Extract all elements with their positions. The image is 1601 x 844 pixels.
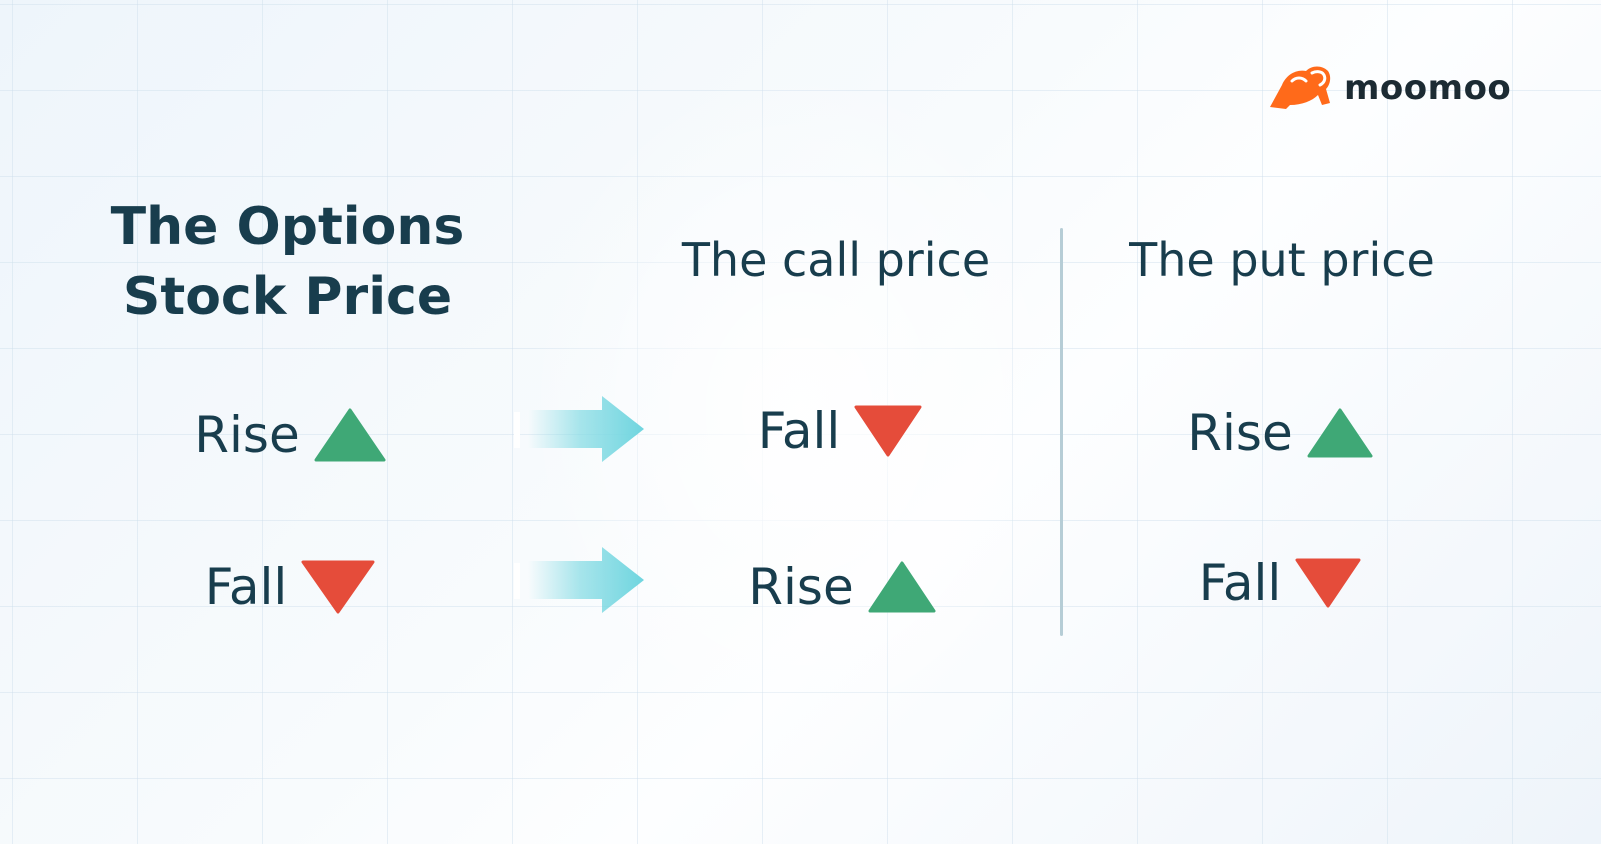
- put-rise-cell: Rise: [1160, 398, 1400, 468]
- header-line-1: The Options: [110, 197, 465, 257]
- up-triangle-icon: [1307, 408, 1373, 458]
- header-line-2: Stock Price: [122, 267, 453, 327]
- stock-fall-cell: Fall: [170, 552, 410, 622]
- put-price-title: The put price: [1129, 233, 1435, 287]
- arrow-right-icon: [514, 547, 644, 613]
- stock-rise-cell: Rise: [170, 400, 410, 470]
- put-fall-label: Fall: [1198, 554, 1282, 612]
- arrow-right-icon: [514, 396, 644, 462]
- up-triangle-icon: [868, 561, 936, 613]
- stock-price-header: The Options Stock Price: [100, 192, 475, 332]
- put-fall-cell: Fall: [1160, 548, 1400, 618]
- stock-fall-label: Fall: [204, 558, 288, 616]
- brand-name: moomoo: [1344, 68, 1512, 108]
- call-fall-cell: Fall: [720, 396, 960, 466]
- call-price-title: The call price: [681, 233, 991, 287]
- down-triangle-icon: [854, 405, 922, 457]
- call-rise-label: Rise: [748, 558, 854, 616]
- down-triangle-icon: [301, 560, 375, 614]
- stock-rise-label: Rise: [194, 406, 300, 464]
- column-divider: [1060, 228, 1063, 636]
- moomoo-logo: moomoo: [1268, 62, 1511, 114]
- bull-icon: [1270, 66, 1331, 109]
- down-triangle-icon: [1295, 558, 1361, 608]
- put-rise-label: Rise: [1187, 404, 1293, 462]
- call-fall-label: Fall: [757, 402, 841, 460]
- call-rise-cell: Rise: [722, 552, 962, 622]
- up-triangle-icon: [314, 408, 386, 462]
